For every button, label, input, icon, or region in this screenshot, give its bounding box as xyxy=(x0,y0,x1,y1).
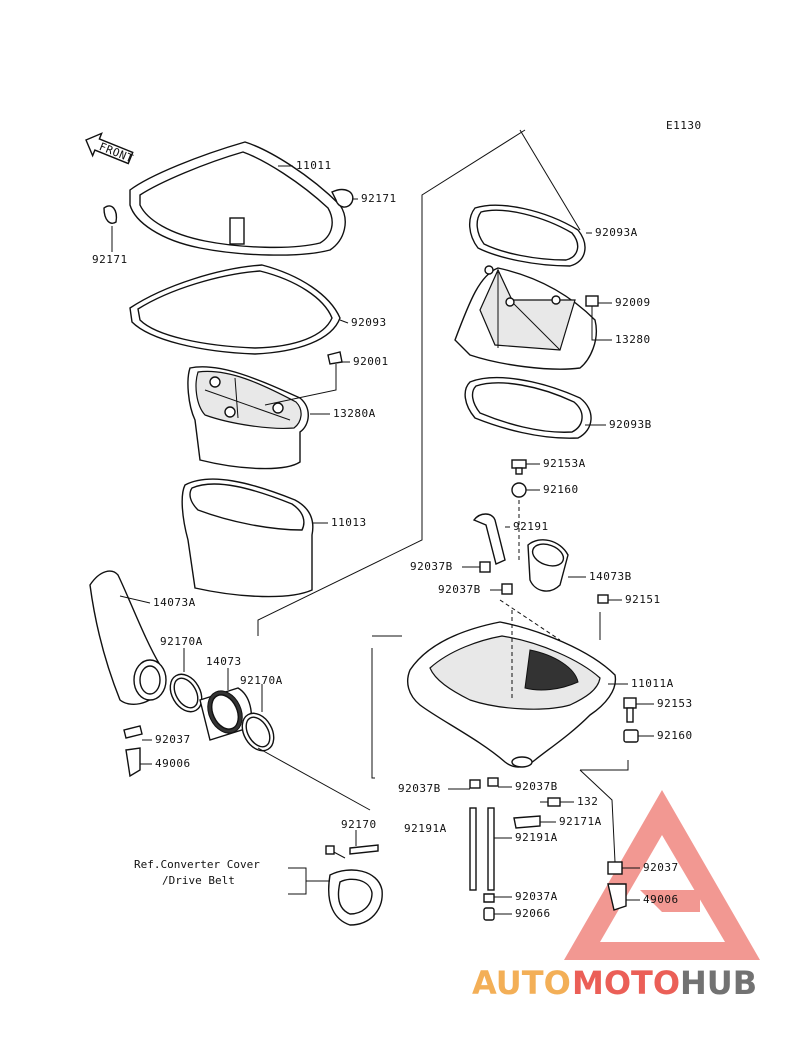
clip-92171A xyxy=(513,815,541,829)
label-92171-right: 92171 xyxy=(361,192,397,205)
hose-92191 xyxy=(472,513,506,565)
air-cleaner-case-11011A xyxy=(407,599,617,768)
plug-92066 xyxy=(483,907,495,921)
label-132: 132 xyxy=(577,795,598,808)
grommet-92160-top xyxy=(511,482,527,498)
label-14073A: 14073A xyxy=(153,596,196,609)
duct-14073B xyxy=(527,539,569,592)
clamp-92170A-right xyxy=(241,712,275,752)
gasket-92093 xyxy=(129,264,341,355)
ref-bracket xyxy=(288,867,330,895)
label-11013: 11013 xyxy=(331,516,367,529)
leader-lines xyxy=(111,129,654,915)
gasket-92093B xyxy=(464,376,592,439)
label-14073: 14073 xyxy=(206,655,242,668)
leader-49006-chain xyxy=(579,769,616,863)
label-92171A: 92171A xyxy=(559,815,602,828)
label-92037-left: 92037 xyxy=(155,733,191,746)
bracket-49006-left xyxy=(125,747,141,778)
label-92037A: 92037A xyxy=(515,890,558,903)
label-11011A: 11011A xyxy=(631,677,674,690)
bolt-92153 xyxy=(623,697,637,723)
frame-13280 xyxy=(454,265,597,370)
label-13280: 13280 xyxy=(615,333,651,346)
clip-92037B-a xyxy=(479,561,491,573)
label-92037B-b: 92037B xyxy=(438,583,481,596)
label-92037B-c: 92037B xyxy=(398,782,441,795)
watermark-auto: AUTO xyxy=(472,964,571,1002)
label-92171-left: 92171 xyxy=(92,253,128,266)
label-92153A: 92153A xyxy=(543,457,586,470)
ref-note-line2: /Drive Belt xyxy=(162,874,235,887)
hose-14073 xyxy=(199,687,252,741)
clip-92037-right xyxy=(607,861,623,875)
label-49006-right: 49006 xyxy=(643,893,679,906)
label-92170A-left: 92170A xyxy=(160,635,203,648)
watermark-logo xyxy=(564,790,760,960)
filter-element-11013 xyxy=(181,478,314,598)
front-label: FRONT xyxy=(97,140,135,165)
label-92191A-right: 92191A xyxy=(515,831,558,844)
clip-92171-right xyxy=(331,188,354,208)
label-92191: 92191 xyxy=(513,520,549,533)
diagram-code: E1130 xyxy=(666,119,702,132)
wing-bolt-92001 xyxy=(327,351,343,376)
clip-92037A xyxy=(483,893,495,903)
label-92160-top: 92160 xyxy=(543,483,579,496)
label-92037-right: 92037 xyxy=(643,861,679,874)
watermark-moto: MOTO xyxy=(572,964,680,1002)
front-arrow: FRONT xyxy=(85,132,135,165)
bolt-132 xyxy=(540,797,561,807)
bolt-92151 xyxy=(597,594,609,604)
label-92066: 92066 xyxy=(515,907,551,920)
hose-92191A-right xyxy=(487,807,495,891)
air-cleaner-cover xyxy=(129,141,346,256)
leader-case-right xyxy=(580,760,629,771)
watermark-hub: HUB xyxy=(680,964,757,1002)
label-13280A: 13280A xyxy=(333,407,376,420)
ref-note-line1: Ref.Converter Cover xyxy=(134,858,260,871)
clip-92037B-c xyxy=(469,779,481,789)
gasket-92093A xyxy=(469,204,586,267)
filter-frame-13280A xyxy=(187,366,309,470)
grommet-92160-bottom xyxy=(623,729,639,743)
label-92153: 92153 xyxy=(657,697,693,710)
clamp-92170A-left xyxy=(169,673,203,713)
label-92151: 92151 xyxy=(625,593,661,606)
section-frame-lines xyxy=(257,129,526,779)
label-92093B: 92093B xyxy=(609,418,652,431)
clip-92037-left xyxy=(123,725,143,739)
bracket-49006-right xyxy=(607,883,627,911)
label-14073B: 14073B xyxy=(589,570,632,583)
clip-92171-left xyxy=(103,205,118,224)
duct-14073A xyxy=(89,570,167,706)
label-11011: 11011 xyxy=(296,159,332,172)
label-92037B-d: 92037B xyxy=(515,780,558,793)
clip-92037B-d xyxy=(487,777,499,787)
hose-92191A-left xyxy=(469,807,477,891)
bolt-92153A xyxy=(511,459,527,475)
label-92037B-a: 92037B xyxy=(410,560,453,573)
label-49006-left: 49006 xyxy=(155,757,191,770)
label-92170: 92170 xyxy=(341,818,377,831)
watermark-text: AUTO MOTO HUB xyxy=(472,964,757,1002)
clip-92037B-b xyxy=(501,583,513,595)
label-92093A: 92093A xyxy=(595,226,638,239)
label-92160-bottom: 92160 xyxy=(657,729,693,742)
label-92001: 92001 xyxy=(353,355,389,368)
label-92093: 92093 xyxy=(351,316,387,329)
label-92170A-right: 92170A xyxy=(240,674,283,687)
converter-cover-ref xyxy=(325,844,383,926)
label-92191A: 92191A xyxy=(404,822,447,835)
screw-92009 xyxy=(585,295,599,318)
label-92009: 92009 xyxy=(615,296,651,309)
